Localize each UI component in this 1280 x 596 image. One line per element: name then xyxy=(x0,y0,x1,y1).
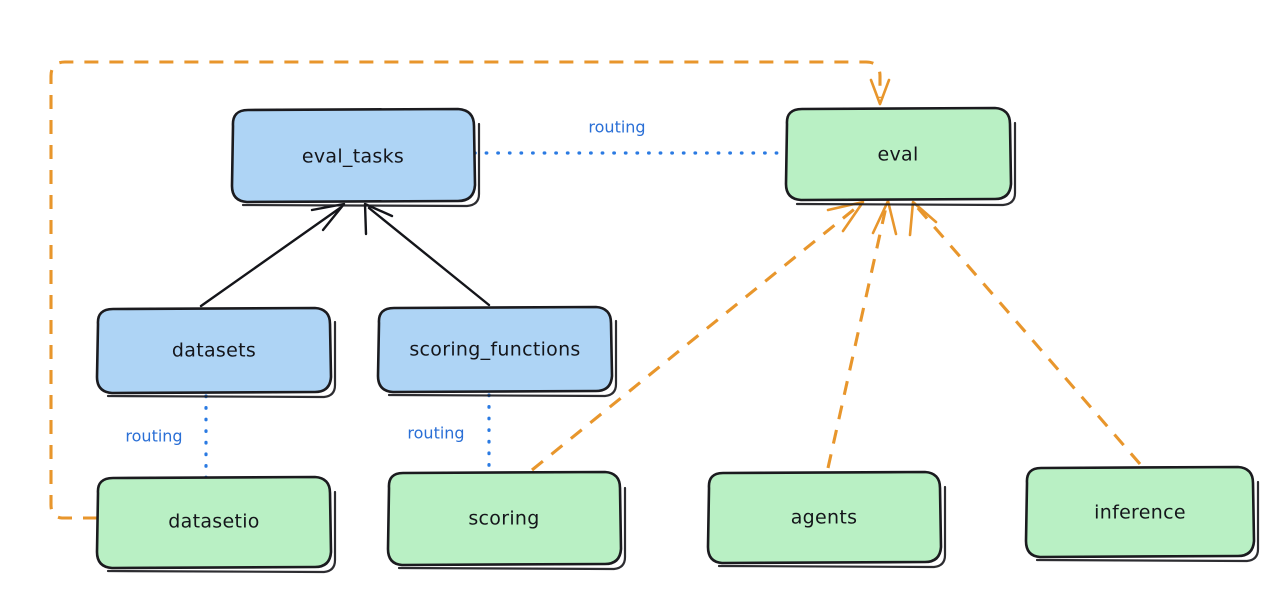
node-agents-shadow xyxy=(717,485,947,569)
edge-agents-eval-path xyxy=(826,206,888,469)
node-inference-label: inference xyxy=(1094,502,1186,524)
node-scoring_functions-label: scoring_functions xyxy=(409,339,580,361)
edge-scoring-eval-path xyxy=(531,205,858,472)
node-scoring-box xyxy=(386,470,623,567)
node-datasets-box xyxy=(95,306,333,395)
edge-label-eval-routing: routing xyxy=(588,118,645,137)
node-eval-label: eval xyxy=(877,144,918,166)
node-agents[interactable]: agents xyxy=(706,470,947,569)
edge-inference-eval-path xyxy=(915,205,1142,466)
edge-label-datasets-routing: routing xyxy=(125,427,182,446)
node-eval_tasks[interactable]: eval_tasks xyxy=(230,107,481,208)
edge-layer xyxy=(49,60,1142,520)
edge-scoring-eval[interactable] xyxy=(531,200,865,472)
edge-scoring_functions-eval_tasks[interactable] xyxy=(363,202,491,307)
node-datasets-shadow xyxy=(106,320,337,399)
node-inference-shadow xyxy=(1035,480,1260,563)
edge-agents-eval[interactable] xyxy=(826,199,898,469)
node-scoring-label: scoring xyxy=(468,508,539,530)
node-eval-shadow xyxy=(795,121,1017,207)
node-eval_tasks-box xyxy=(230,107,477,204)
edge-datasets-eval_tasks[interactable] xyxy=(199,202,346,308)
node-inference-box xyxy=(1024,465,1256,559)
node-eval-box xyxy=(784,106,1013,202)
edge-label-scoring-routing: routing xyxy=(407,424,464,443)
node-agents-label: agents xyxy=(791,507,858,529)
edge-label-layer: routing routing routing xyxy=(125,118,645,446)
node-agents-box xyxy=(706,470,943,565)
edge-datasetio-eval-arrowhead xyxy=(869,78,891,106)
edge-datasets-eval_tasks-path xyxy=(199,206,342,308)
edge-inference-eval-arrowhead xyxy=(908,200,938,237)
node-eval_tasks-shadow xyxy=(241,122,481,208)
node-scoring_functions-box xyxy=(376,305,614,394)
node-datasets[interactable]: datasets xyxy=(95,306,337,399)
node-datasetio-box xyxy=(95,475,333,570)
edge-agents-eval-arrowhead xyxy=(871,199,898,236)
node-datasets-label: datasets xyxy=(172,340,256,362)
node-scoring_functions[interactable]: scoring_functions xyxy=(376,305,618,398)
node-scoring_functions-shadow xyxy=(387,319,618,398)
edge-scoring_functions-eval_tasks-path xyxy=(367,206,491,307)
edge-scoring-eval-arrowhead xyxy=(826,200,865,233)
node-layer: eval_tasks eval datasets scoring_functio… xyxy=(95,106,1260,574)
edge-datasets-eval_tasks-arrowhead xyxy=(310,202,346,232)
node-eval[interactable]: eval xyxy=(784,106,1017,207)
node-inference[interactable]: inference xyxy=(1024,465,1260,563)
node-datasetio[interactable]: datasetio xyxy=(95,475,337,574)
edge-datasetio-eval[interactable] xyxy=(49,60,891,520)
node-datasetio-label: datasetio xyxy=(168,511,259,533)
edge-inference-eval[interactable] xyxy=(908,200,1142,466)
node-scoring-shadow xyxy=(397,486,627,571)
edge-scoring_functions-eval_tasks-arrowhead xyxy=(363,202,394,236)
node-eval_tasks-label: eval_tasks xyxy=(302,146,404,168)
node-datasetio-shadow xyxy=(106,490,337,574)
node-scoring[interactable]: scoring xyxy=(386,470,627,571)
